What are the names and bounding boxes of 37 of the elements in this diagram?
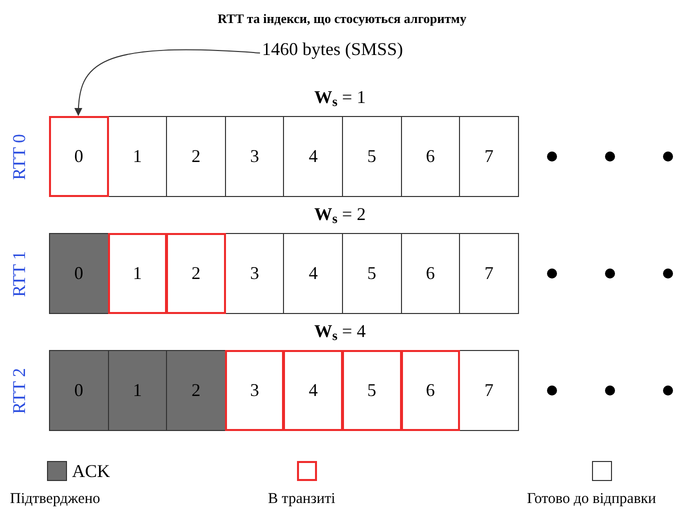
segment-cell: 1 [108, 350, 168, 431]
rtt-label: RTT 1 [10, 249, 28, 299]
segment-cell: 7 [459, 350, 519, 431]
segment-cell: 4 [283, 350, 343, 431]
leader-arrow [74, 49, 260, 116]
segment-cell: 5 [342, 116, 402, 197]
segment-cell: 1 [108, 233, 168, 314]
rtt-label: RTT 2 [10, 366, 28, 416]
rtt-label: RTT 0 [10, 132, 28, 182]
segment-cell: 3 [224, 116, 284, 197]
segment-cell: 0 [49, 233, 109, 314]
segment-cell: 6 [400, 233, 460, 314]
segment-cell: 5 [342, 233, 402, 314]
segment-cell: 2 [166, 233, 226, 314]
window-size-label: W$_{s}$ = 4 [313, 322, 367, 340]
segment-cell: 2 [166, 116, 226, 197]
segment-cell: 7 [459, 116, 519, 197]
segment-cell: 0 [49, 116, 109, 197]
segment-cell: 6 [400, 116, 460, 197]
legend-text: В транзиті [268, 490, 336, 509]
size-label: 1460 bytes (SMSS) [262, 40, 447, 58]
window-size-label: W$_{s}$ = 2 [313, 205, 367, 223]
segment-cell: 1 [108, 116, 168, 197]
segment-cell: 0 [49, 350, 109, 431]
segment-cell: 5 [342, 350, 402, 431]
segment-cell: 4 [283, 233, 343, 314]
segment-cell: 6 [400, 350, 460, 431]
diagram-title: RTT та індекси, що стосуються алгоритму [216, 10, 468, 28]
segment-cell: 3 [224, 350, 284, 431]
segment-cell: 4 [283, 116, 343, 197]
window-size-label: W$_{s}$ = 1 [313, 88, 367, 106]
legend-text: Готово до відправки [527, 490, 656, 509]
legend-text: ACK [72, 460, 110, 482]
segment-cell: 3 [224, 233, 284, 314]
legend-note: Підтверджено [10, 490, 100, 509]
segment-cell: 2 [166, 350, 226, 431]
segment-cell: 7 [459, 233, 519, 314]
